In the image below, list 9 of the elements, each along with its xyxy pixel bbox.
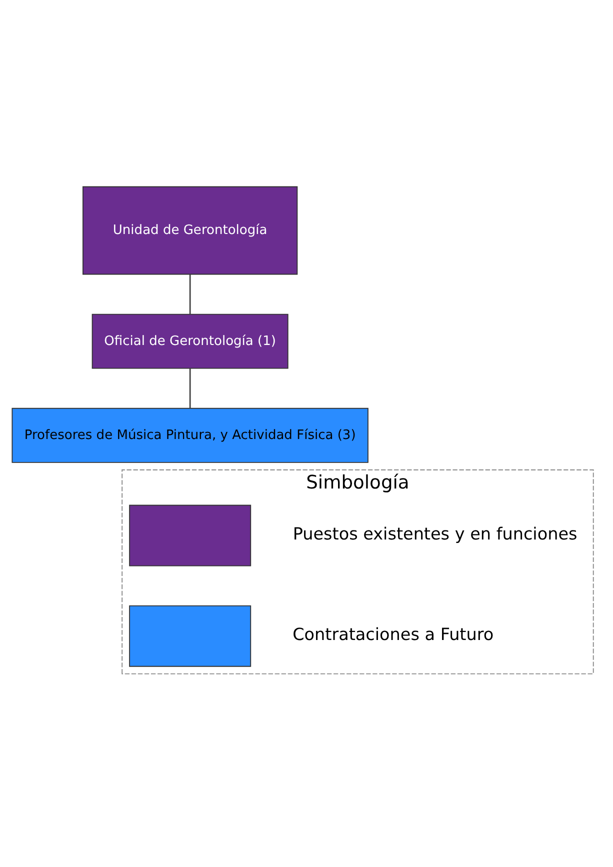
connector: [189, 368, 191, 408]
node-box: [129, 604, 252, 666]
node-box: Profesores de Música Pintura, y Actividad Física (3): [12, 407, 368, 462]
legend-label: Contrataciones a Futuro: [292, 624, 494, 644]
node-box: [129, 504, 252, 566]
connector: [189, 274, 191, 314]
legend-label: Puestos existentes y en funciones: [292, 523, 578, 544]
node-box: Oficial de Gerontología (1): [92, 313, 288, 368]
node-box: Unidad de Gerontología: [82, 186, 298, 274]
